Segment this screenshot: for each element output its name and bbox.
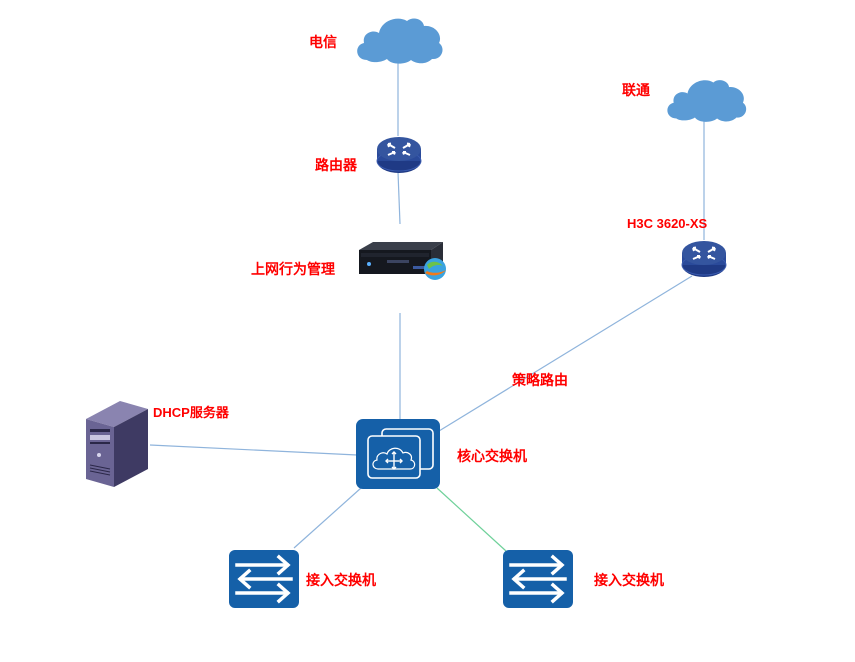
cloud-icon: [357, 18, 443, 64]
server-appliance-icon: [359, 242, 446, 280]
link-router-behavior-mgmt: [397, 171, 401, 225]
link-h3c-core: [438, 275, 693, 432]
link-core-access-2: [436, 487, 507, 552]
label-h3c-router: H3C 3620-XS: [627, 216, 708, 231]
tower-server-icon: [86, 401, 148, 487]
label-telecom: 电信: [309, 35, 337, 51]
link-dhcp-core: [149, 444, 358, 456]
label-dhcp-server: DHCP服务器: [153, 402, 229, 421]
switch-arrows-icon: [503, 550, 573, 608]
label-access-switch-2: 接入交换机: [594, 573, 664, 589]
label-unicom: 联通: [622, 83, 650, 99]
label-behavior-mgmt: 上网行为管理: [251, 262, 335, 278]
label-core-switch: 核心交换机: [457, 449, 527, 465]
link-core-access-1: [293, 487, 362, 549]
label-dhcp-server-text: DHCP服务器: [153, 405, 229, 420]
switch-arrows-icon: [229, 550, 299, 608]
router-icon: [376, 137, 422, 173]
cloud-icon: [667, 80, 747, 122]
label-router: 路由器: [315, 158, 357, 174]
cloud-switch-icon: [356, 419, 440, 489]
router-icon: [681, 241, 727, 277]
label-access-switch-1: 接入交换机: [306, 573, 376, 589]
label-policy-route: 策略路由: [512, 373, 568, 389]
